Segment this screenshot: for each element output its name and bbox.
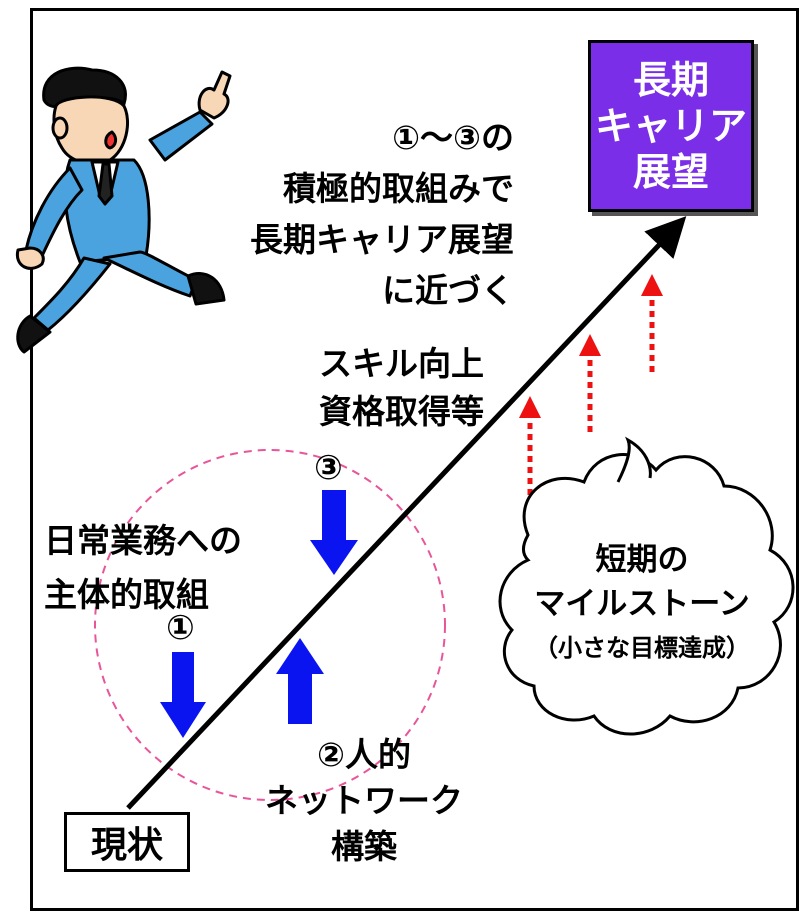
businessman-illustration [15, 66, 232, 354]
milestone-text: 短期の マイルストーン （小さな目標達成） [500, 538, 784, 670]
red-arrow-1 [519, 396, 541, 495]
red-arrow-2 [579, 334, 601, 432]
daily-line-2: 主体的取組 [44, 575, 209, 614]
message-line-4: に近づく [382, 271, 514, 310]
network-line-2: ネットワーク [265, 781, 463, 820]
blue-arrow-up-2 [276, 638, 324, 724]
daily-line-1: 日常業務への [44, 521, 242, 560]
blue-arrow-down-3 [310, 490, 358, 575]
milestone-line-2: マイルストーン [534, 586, 750, 622]
message-line-1: ①～③の [392, 118, 514, 157]
blue-arrow-down-1 [160, 652, 206, 738]
goal-line-1: 長期 [632, 58, 709, 102]
marker-1: ① [166, 608, 195, 648]
current-state-box: 現状 [64, 812, 190, 872]
current-state-label: 現状 [90, 825, 163, 866]
milestone-line-3: （小さな目標達成） [534, 634, 750, 662]
goal-line-2: キャリア [594, 104, 747, 148]
skill-line-2: 資格取得等 [319, 392, 484, 431]
network-text: ②人的 ネットワーク 構築 [254, 732, 474, 870]
network-line-3: 構築 [331, 827, 397, 866]
focus-circle [94, 449, 446, 801]
daily-work-text: 日常業務への 主体的取組 [44, 514, 242, 622]
goal-line-3: 展望 [632, 150, 709, 194]
milestone-line-1: 短期の [595, 542, 689, 578]
red-arrow-3 [641, 274, 663, 372]
marker-3: ③ [314, 448, 343, 488]
growth-path-arrow [126, 216, 687, 810]
skill-line-1: スキル向上 [319, 344, 484, 383]
network-line-1: ②人的 [317, 735, 411, 774]
thought-bubble-tail [616, 436, 652, 483]
message-line-2: 積極的取組みで [283, 169, 514, 208]
message-text: ①～③の 積極的取組みで 長期キャリア展望 に近づく [196, 112, 514, 316]
message-line-3: 長期キャリア展望 [250, 220, 514, 259]
diagram-frame [30, 8, 799, 911]
long-term-career-goal-box: 長期 キャリア 展望 [588, 40, 754, 212]
skill-text: スキル向上 資格取得等 [270, 340, 484, 436]
